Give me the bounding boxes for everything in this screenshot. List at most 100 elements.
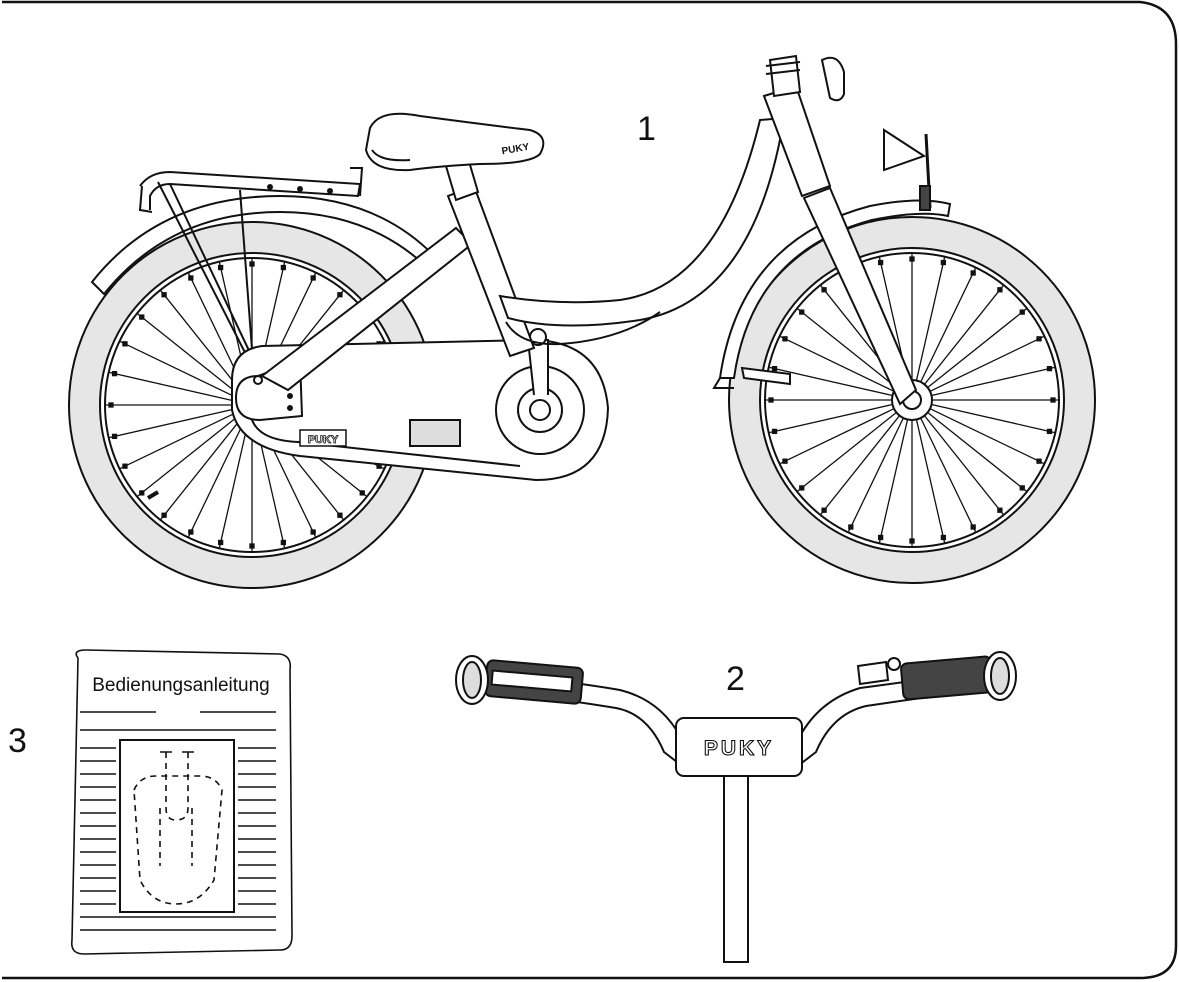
spoke-nipple [108, 402, 114, 408]
spoke-nipple [799, 485, 805, 491]
spoke-nipple [310, 275, 316, 281]
spoke [187, 417, 247, 538]
spoke [931, 366, 1056, 397]
spoke-nipple [249, 543, 255, 549]
spoke-nipple [122, 341, 128, 347]
spoke [923, 284, 1005, 385]
label-manual: 3 [8, 722, 27, 760]
spoke [915, 256, 946, 381]
spoke [931, 403, 1056, 434]
rear-rack [138, 167, 364, 379]
spoke [779, 335, 895, 392]
spoke-nipple [782, 458, 788, 464]
spoke-nipple [909, 538, 915, 544]
spoke-nipple [877, 534, 884, 541]
spoke [119, 410, 240, 470]
spoke [923, 415, 1005, 516]
instruction-manual-illustration [70, 649, 293, 955]
spoke-nipple [111, 370, 118, 377]
spoke-nipple [359, 490, 365, 496]
spoke-nipple [139, 490, 145, 496]
spoke-nipple [799, 309, 805, 315]
spoke [136, 413, 242, 498]
spoke-nipple [997, 287, 1003, 293]
spoke-nipple [848, 524, 854, 530]
spoke-nipple [1050, 397, 1056, 403]
spoke-nipple [280, 539, 287, 546]
manual-text-lines [80, 711, 276, 931]
spoke-nipple [280, 264, 287, 271]
spoke-nipple [940, 259, 947, 266]
spoke-nipple [188, 529, 194, 535]
spoke [159, 415, 244, 521]
front-spokes [765, 253, 1059, 547]
spoke-nipple [821, 287, 827, 293]
spoke-nipple [161, 512, 167, 518]
spoke-nipple [337, 512, 343, 518]
spoke-nipple [217, 264, 224, 271]
spoke-nipple [337, 292, 343, 298]
fork [802, 186, 918, 406]
spoke-nipple [122, 463, 128, 469]
spoke [796, 411, 897, 493]
label-bicycle: 1 [637, 110, 656, 148]
label-handlebar: 2 [726, 660, 745, 698]
spoke [218, 418, 250, 549]
spoke [796, 307, 897, 389]
front-wheel [728, 216, 1096, 584]
spoke [768, 366, 893, 397]
spoke [927, 307, 1028, 389]
spoke [847, 417, 904, 533]
spoke [927, 411, 1028, 493]
spoke-nipple [909, 256, 915, 262]
spoke-nipple [940, 534, 947, 541]
spoke [920, 417, 977, 533]
handlebar-pad [675, 717, 803, 777]
spoke-nipple [970, 270, 976, 276]
spoke-nipple [1046, 428, 1053, 435]
chainguard-brand-box: PUKY [299, 429, 347, 447]
handlebar-illustration: PUKY [455, 651, 1017, 963]
spoke [929, 335, 1045, 392]
bicycle-illustration: PUKY PUKY [68, 54, 1096, 589]
spoke-nipple [768, 397, 774, 403]
spoke-nipple [1046, 365, 1053, 372]
svg-text:PUKY: PUKY [501, 142, 531, 158]
spoke [878, 419, 909, 544]
spoke [920, 267, 977, 383]
spoke [819, 415, 901, 516]
spoke-nipple [161, 292, 167, 298]
spoke-nipple [139, 314, 145, 320]
spoke-nipple [997, 507, 1003, 513]
spoke [108, 371, 239, 403]
spoke [136, 312, 242, 397]
spoke [929, 408, 1045, 465]
spoke-nipple [877, 259, 884, 266]
spoke-nipple [821, 507, 827, 513]
spoke-nipple [1036, 336, 1042, 342]
saddle [364, 112, 545, 172]
spoke-nipple [188, 275, 194, 281]
manual-title: Bedienungsanleitung [92, 675, 270, 696]
spoke-nipple [771, 365, 778, 372]
spoke-nipple [1019, 309, 1025, 315]
front-fender [718, 199, 952, 379]
spoke [159, 289, 244, 395]
svg-text:PUKY: PUKY [704, 737, 774, 760]
spoke [915, 419, 946, 544]
seat-tube [446, 184, 536, 358]
spoke [779, 408, 895, 465]
spoke-nipple [310, 529, 316, 535]
spoke-nipple [970, 524, 976, 530]
spoke-nipple [249, 261, 255, 267]
handlebar-stem [723, 769, 749, 963]
spoke-nipple [1019, 485, 1025, 491]
svg-text:PUKY: PUKY [308, 434, 339, 446]
spoke [108, 407, 239, 439]
spoke-nipple [782, 336, 788, 342]
spoke [119, 340, 240, 400]
spoke-nipple [771, 428, 778, 435]
spoke-nipple [111, 433, 118, 440]
